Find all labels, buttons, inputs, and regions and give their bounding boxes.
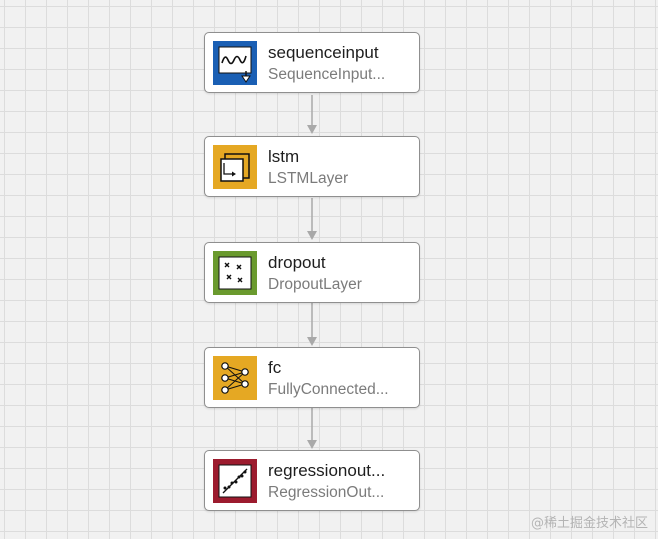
watermark-text: @稀土掘金技术社区 (530, 516, 648, 531)
layer-type: FullyConnected... (268, 381, 389, 398)
layer-block-regressionoutput[interactable]: regressionout... RegressionOut... (204, 450, 420, 511)
edge-dropout-fc (307, 303, 317, 346)
fully-connected-icon (213, 356, 257, 400)
edge-lstm-dropout (307, 198, 317, 240)
lstm-icon (213, 145, 257, 189)
layer-type: LSTMLayer (268, 170, 349, 187)
layer-block-sequenceinput[interactable]: sequenceinput SequenceInput... (204, 32, 420, 93)
layer-name: dropout (268, 253, 326, 272)
dropout-icon (213, 251, 257, 295)
layer-block-lstm[interactable]: lstm LSTMLayer (204, 136, 420, 197)
edge-sequenceinput-lstm (307, 95, 317, 134)
layer-name: fc (268, 358, 282, 377)
sequence-input-icon (213, 41, 257, 85)
layer-block-dropout[interactable]: dropout DropoutLayer (204, 242, 420, 303)
layer-block-fc[interactable]: fc FullyConnected... (204, 347, 420, 408)
layer-type: SequenceInput... (268, 66, 386, 83)
layer-name: regressionout... (268, 461, 386, 480)
layer-name: sequenceinput (268, 43, 379, 62)
layer-type: DropoutLayer (268, 276, 362, 293)
layer-type: RegressionOut... (268, 484, 385, 501)
regression-output-icon (213, 459, 257, 503)
layer-name: lstm (268, 147, 300, 166)
edge-fc-regressionoutput (307, 408, 317, 449)
